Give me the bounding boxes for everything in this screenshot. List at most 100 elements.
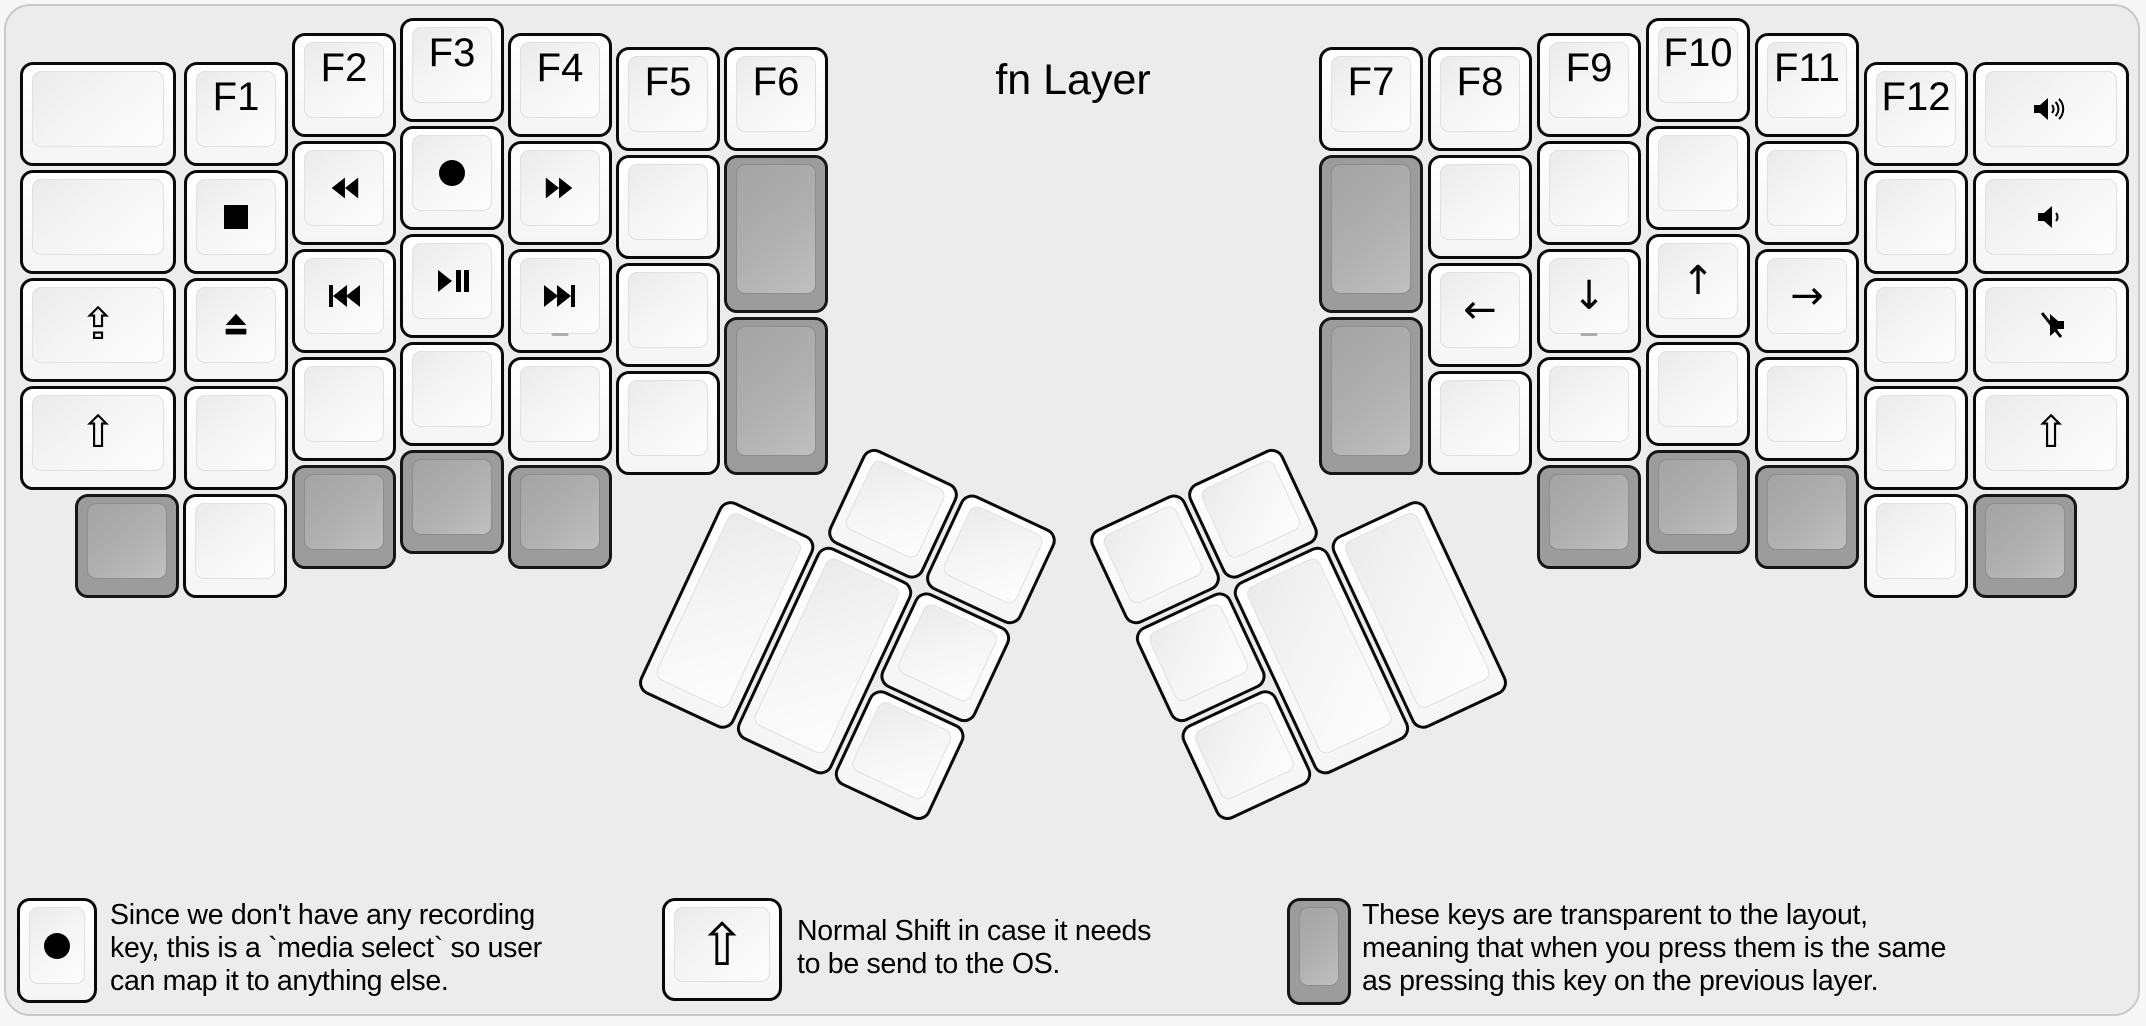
key-blank[interactable] [1864, 278, 1968, 382]
legend-text-record: Since we don't have any recording key, t… [110, 899, 542, 997]
key-blank[interactable] [1428, 155, 1532, 259]
keytop [520, 366, 600, 442]
key-arrow-up[interactable]: ↑ [1646, 234, 1750, 338]
key-caps-lock[interactable]: ⇪ [20, 278, 176, 382]
key-label: F5 [644, 59, 692, 104]
key-transparent[interactable] [400, 450, 504, 554]
key-label: F6 [752, 59, 800, 104]
key-blank[interactable] [1864, 494, 1968, 598]
keytop [1191, 699, 1297, 802]
key-blank[interactable] [183, 494, 287, 598]
key-shift-right[interactable]: ⇧ [1973, 386, 2129, 490]
key-transparent[interactable] [1646, 450, 1750, 554]
layer-title: fn Layer [995, 56, 1151, 104]
keytop [412, 135, 492, 211]
key-transparent[interactable] [1755, 465, 1859, 569]
keytop [940, 503, 1046, 607]
key-f12[interactable]: F12 [1864, 62, 1968, 166]
key-volume-down[interactable] [1973, 170, 2129, 274]
keytop [1876, 395, 1956, 471]
key-f7[interactable]: F7 [1319, 47, 1423, 151]
keytop [412, 459, 492, 535]
key-transparent[interactable] [75, 494, 179, 598]
key-blank[interactable] [20, 62, 176, 166]
key-f3[interactable]: F3 [400, 18, 504, 122]
volume-up-icon [2030, 94, 2072, 124]
key-f4[interactable]: F4 [508, 33, 612, 137]
key-transparent[interactable] [1537, 465, 1641, 569]
key-blank[interactable] [1646, 126, 1750, 230]
key-blank[interactable] [616, 263, 720, 367]
record-icon [437, 158, 467, 188]
key-blank[interactable] [292, 357, 396, 461]
key-transparent[interactable] [724, 317, 828, 475]
key-record[interactable] [400, 126, 504, 230]
keytop: F8 [1440, 56, 1520, 132]
key-blank[interactable] [184, 386, 288, 490]
key-next-track[interactable] [508, 249, 612, 353]
keytop [87, 503, 167, 579]
key-transparent[interactable] [724, 155, 828, 313]
keytop [1985, 503, 2065, 579]
key-arrow-left[interactable]: ← [1428, 263, 1532, 367]
key-f2[interactable]: F2 [292, 33, 396, 137]
legend-text-shift: Normal Shift in case it needs to be send… [797, 915, 1152, 980]
keytop [1658, 351, 1738, 427]
key-blank[interactable] [508, 357, 612, 461]
key-transparent[interactable] [1973, 494, 2077, 598]
key-blank[interactable] [1864, 170, 1968, 274]
key-blank[interactable] [1646, 342, 1750, 446]
keytop: → [1767, 258, 1847, 334]
key-blank[interactable] [1864, 386, 1968, 490]
key-transparent[interactable] [508, 465, 612, 569]
key-blank[interactable] [1537, 357, 1641, 461]
key-arrow-right[interactable]: → [1755, 249, 1859, 353]
key-label: F10 [1663, 30, 1733, 75]
key-blank[interactable] [1755, 141, 1859, 245]
key-f8[interactable]: F8 [1428, 47, 1532, 151]
key-volume-up[interactable] [1973, 62, 2129, 166]
key-transparent[interactable] [1319, 155, 1423, 313]
key-f11[interactable]: F11 [1755, 33, 1859, 137]
key-blank[interactable] [1755, 357, 1859, 461]
key-transparent[interactable] [292, 465, 396, 569]
key-play-pause[interactable] [400, 234, 504, 338]
keytop [304, 474, 384, 550]
arrow-up-icon: ↑ [1681, 258, 1715, 304]
keytop: F7 [1331, 56, 1411, 132]
key-f9[interactable]: F9 [1537, 33, 1641, 137]
keytop [1985, 179, 2117, 255]
key-label: F2 [320, 45, 368, 90]
key-f5[interactable]: F5 [616, 47, 720, 151]
key-stop[interactable] [184, 170, 288, 274]
keytop [1658, 135, 1738, 211]
key-arrow-down[interactable]: ↓ [1537, 249, 1641, 353]
key-f1[interactable]: F1 [184, 62, 288, 166]
key-f10[interactable]: F10 [1646, 18, 1750, 122]
keytop [304, 258, 384, 334]
keytop [849, 699, 955, 802]
key-transparent[interactable] [1319, 317, 1423, 475]
keytop: F11 [1767, 42, 1847, 118]
key-f6[interactable]: F6 [724, 47, 828, 151]
keytop [520, 150, 600, 226]
key-blank[interactable] [616, 155, 720, 259]
keytop [1198, 457, 1304, 561]
record-icon [42, 931, 72, 961]
keytop: ⇧ [32, 395, 164, 471]
key-blank[interactable] [616, 371, 720, 475]
key-blank[interactable] [1537, 141, 1641, 245]
key-blank[interactable] [1428, 371, 1532, 475]
keytop: ↑ [1658, 243, 1738, 319]
key-eject[interactable] [184, 278, 288, 382]
caps-lock-icon: ⇪ [79, 299, 117, 350]
key-shift-left[interactable]: ⇧ [20, 386, 176, 490]
key-fast-forward[interactable] [508, 141, 612, 245]
key-blank[interactable] [400, 342, 504, 446]
key-prev-track[interactable] [292, 249, 396, 353]
key-rewind[interactable] [292, 141, 396, 245]
key-mute[interactable] [1973, 278, 2129, 382]
key-blank[interactable] [20, 170, 176, 274]
key-label: F8 [1456, 59, 1504, 104]
